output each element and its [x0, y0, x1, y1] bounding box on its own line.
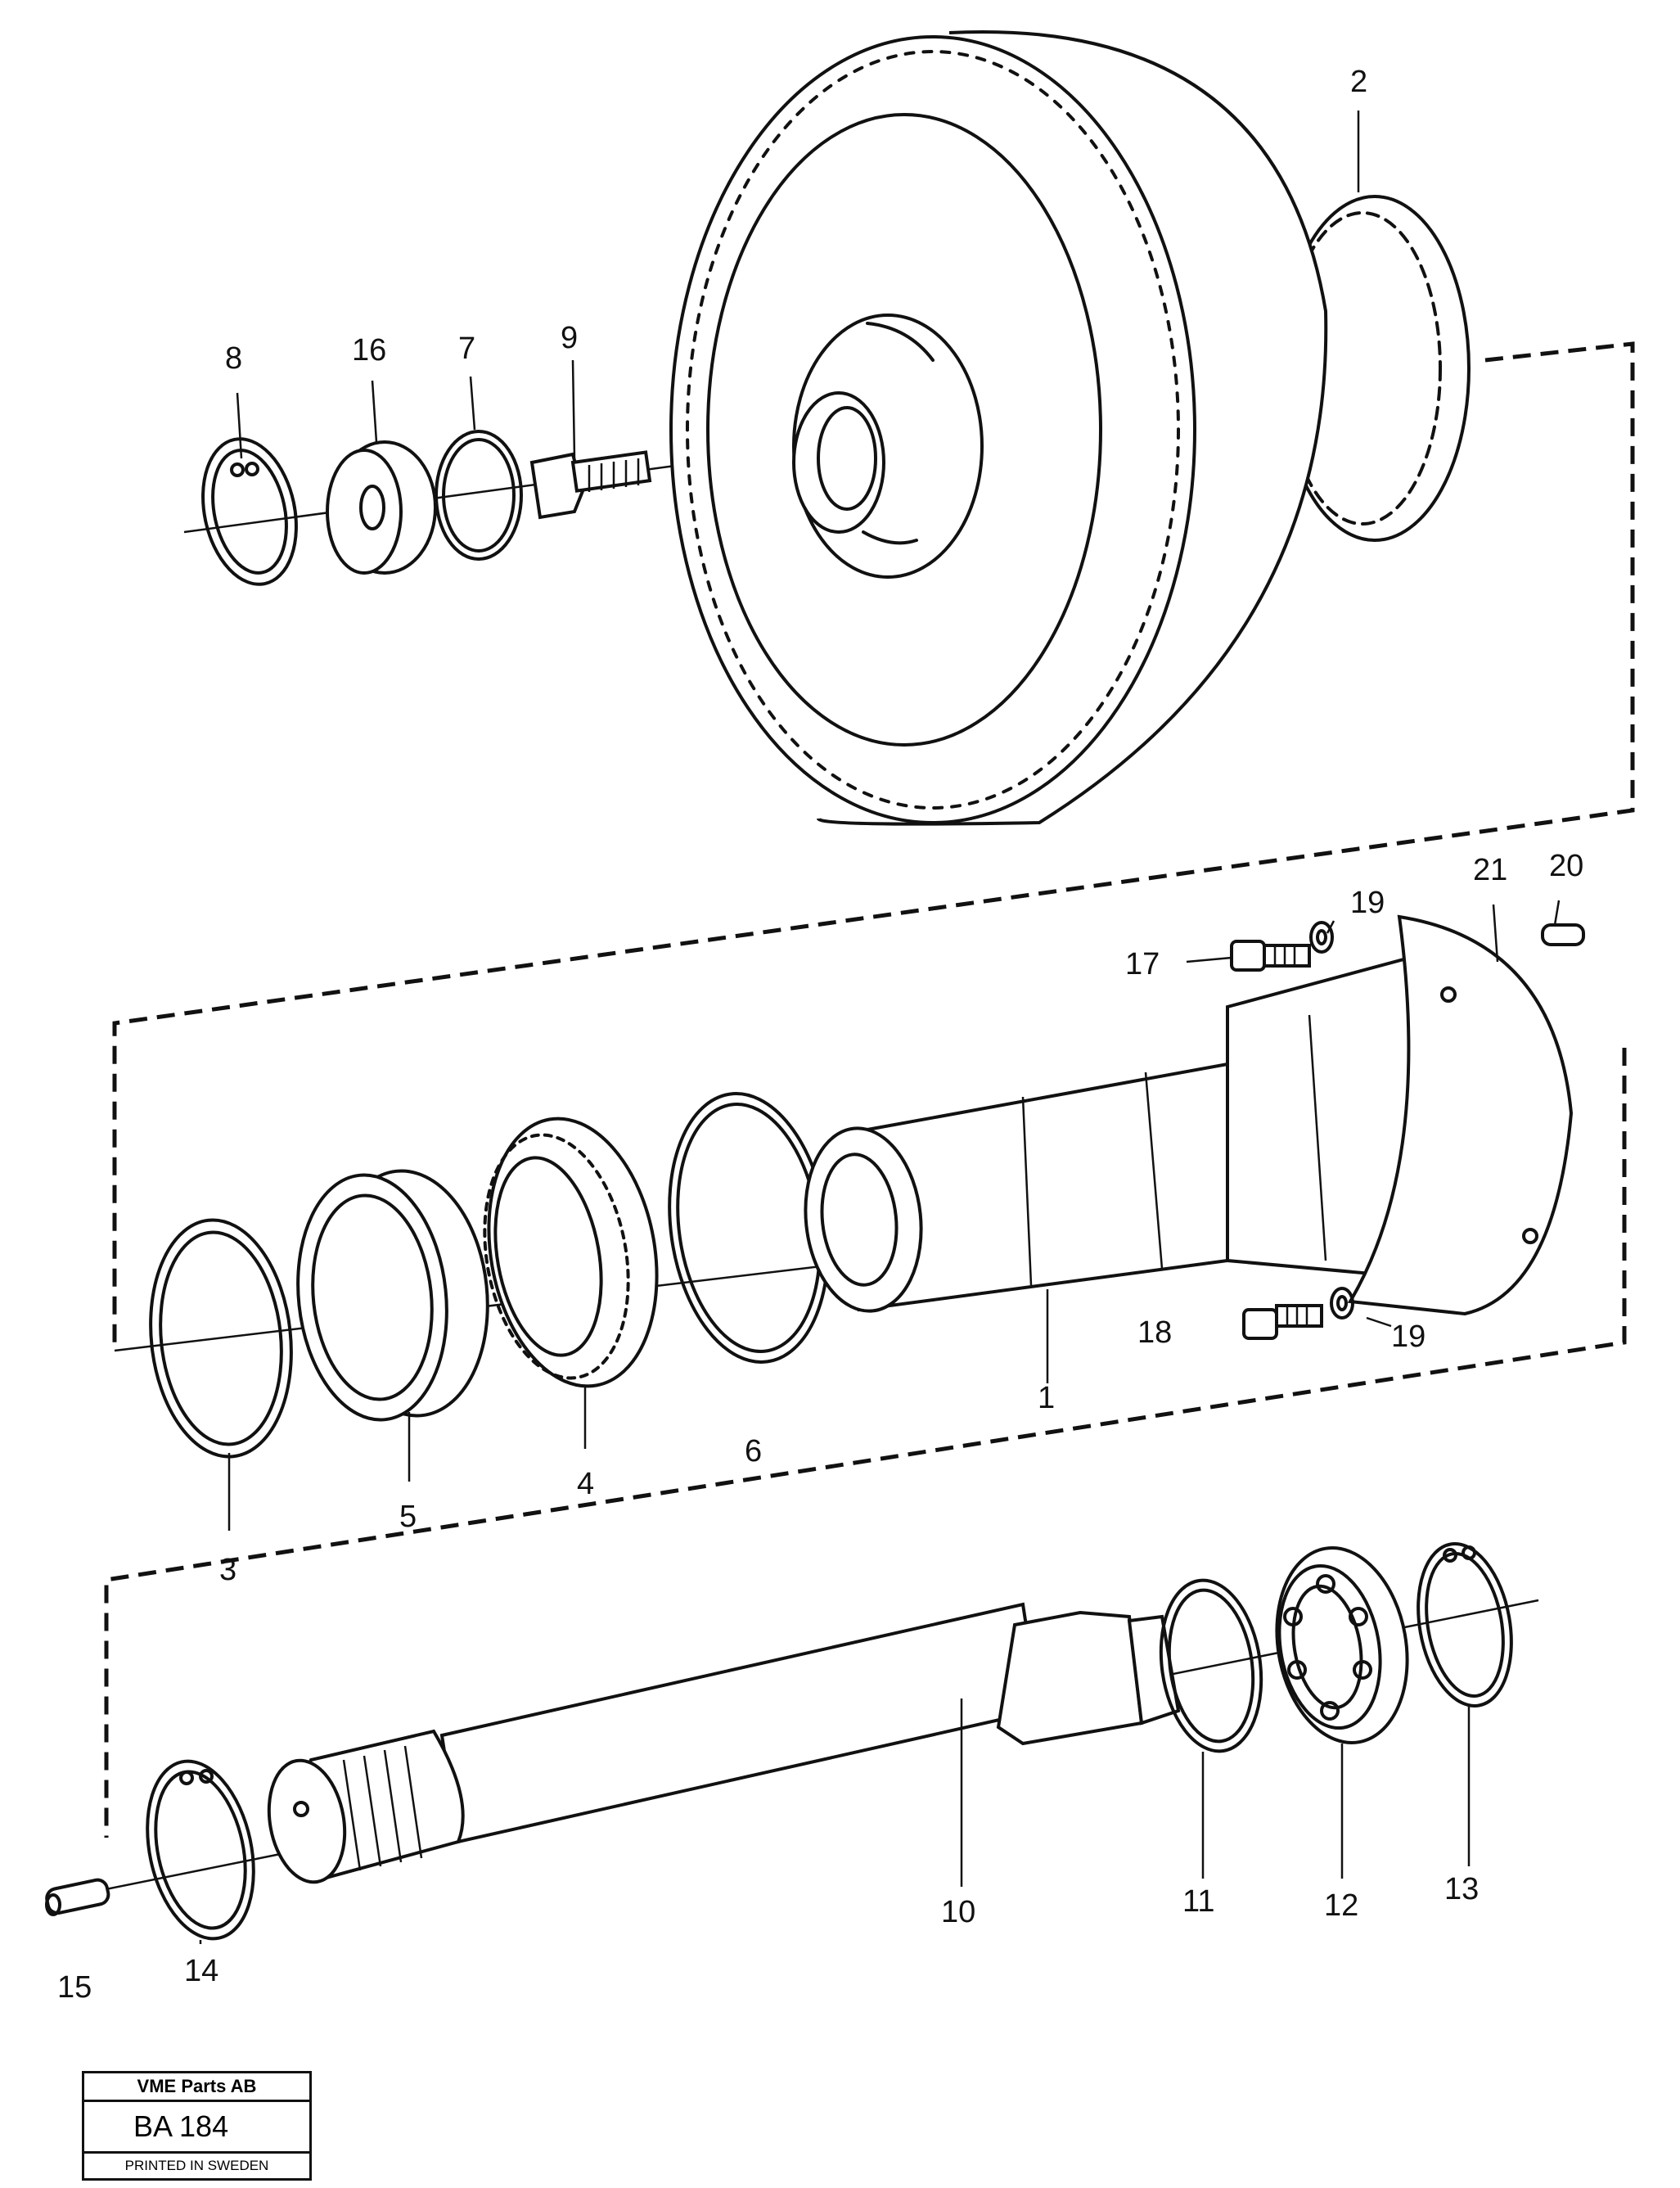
part-12-bearing — [1275, 1546, 1409, 1744]
part-3-ring — [149, 1218, 293, 1459]
callout-1: 1 — [1038, 1381, 1055, 1415]
dashed-connectors — [104, 341, 1635, 1838]
title-stamp: VME Parts AB BA 184 PRINTED IN SWEDEN — [82, 2071, 312, 2181]
callout-19-top: 19 — [1350, 886, 1385, 920]
callout-21: 21 — [1473, 853, 1507, 887]
callout-3: 3 — [219, 1553, 236, 1587]
callout-4: 4 — [577, 1467, 594, 1501]
callout-10: 10 — [941, 1895, 975, 1929]
callout-5: 5 — [399, 1500, 417, 1534]
callout-15: 15 — [57, 1970, 92, 2005]
callout-20: 20 — [1549, 849, 1583, 883]
callout-14: 14 — [184, 1954, 218, 1988]
part-1-housing — [804, 914, 1574, 1316]
part-4-splined-ring — [483, 1117, 659, 1388]
callout-18: 18 — [1137, 1315, 1172, 1350]
part-17-bolt — [1230, 940, 1311, 972]
part-10-shaft — [267, 1602, 1181, 1884]
callout-labels: 1 2 3 4 5 6 7 8 9 10 11 12 13 14 15 16 1… — [57, 65, 1583, 2005]
part-14-snap-ring — [146, 1759, 255, 1941]
leader-lines — [199, 111, 1561, 1944]
callout-19-bottom: 19 — [1391, 1320, 1426, 1354]
callout-2: 2 — [1350, 65, 1367, 99]
callout-17: 17 — [1125, 947, 1160, 981]
part-11-ring — [1159, 1578, 1263, 1753]
part-8-snap-ring — [201, 437, 298, 586]
part-2-drum-gear — [669, 30, 1471, 826]
part-7-o-ring — [435, 430, 523, 561]
stamp-company: VME Parts AB — [84, 2073, 309, 2102]
callout-6: 6 — [745, 1434, 762, 1468]
part-19-washer-bottom — [1330, 1287, 1354, 1320]
callout-7: 7 — [458, 332, 475, 366]
part-5-bearing-race — [296, 1169, 489, 1422]
stamp-code: BA 184 — [84, 2102, 309, 2154]
callout-12: 12 — [1324, 1888, 1358, 1923]
part-16-washer — [326, 440, 437, 575]
callout-16: 16 — [352, 333, 386, 368]
part-15-pin — [45, 1878, 110, 1916]
part-9-bolt — [529, 450, 652, 520]
callout-8: 8 — [225, 341, 242, 376]
callout-9: 9 — [561, 321, 578, 355]
part-13-snap-ring — [1417, 1542, 1513, 1708]
callout-13: 13 — [1444, 1872, 1479, 1906]
part-19-washer-top — [1309, 921, 1334, 954]
part-18-bolt — [1242, 1304, 1323, 1340]
stamp-printed: PRINTED IN SWEDEN — [124, 2158, 269, 2173]
part-20-pin — [1541, 923, 1585, 946]
callout-11: 11 — [1182, 1884, 1214, 1919]
